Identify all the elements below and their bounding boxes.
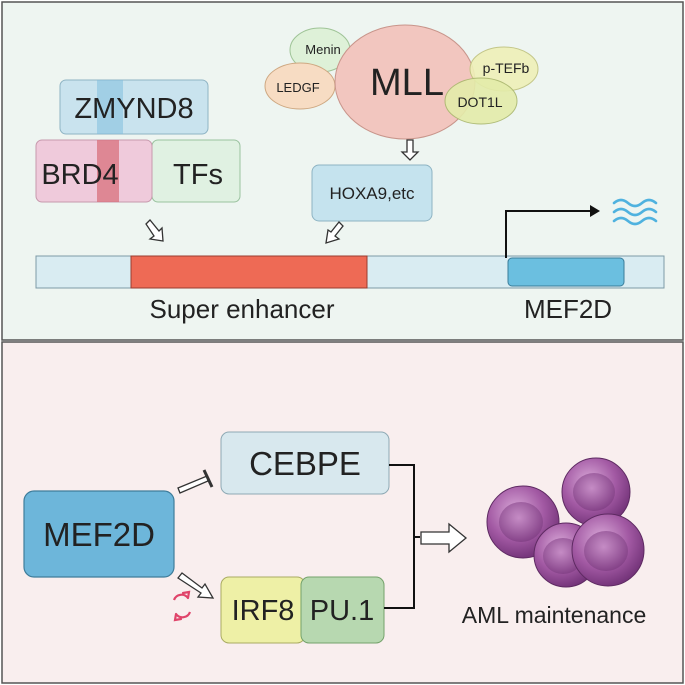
brd4-protein: BRD4 xyxy=(35,139,153,203)
aml-cell xyxy=(571,513,645,587)
mef2d-inhibits-cebpe xyxy=(177,469,214,494)
cebpe-label: CEBPE xyxy=(249,445,361,482)
mef2d-gene-region xyxy=(507,257,625,287)
dot1l-protein xyxy=(444,77,518,125)
brd4-label: BRD4 xyxy=(41,159,118,191)
mll-to-hoxa9-arrow xyxy=(400,139,420,161)
aml-cell xyxy=(561,457,631,527)
tfs-protein: TFs xyxy=(151,139,241,203)
hoxa9-label: HOXA9,etc xyxy=(329,184,415,203)
irf8-protein: IRF8 xyxy=(220,576,306,644)
dot1l-label: DOT1L xyxy=(457,94,502,110)
mef2d-protein-label: MEF2D xyxy=(43,516,155,553)
mef2d-protein: MEF2D xyxy=(23,490,175,578)
brd4-to-enhancer-arrow xyxy=(145,219,164,242)
aml-maintenance-label: AML maintenance xyxy=(462,602,647,628)
hoxa9-to-enhancer-arrow xyxy=(325,221,344,244)
ledgf-label: LEDGF xyxy=(276,80,319,95)
mef2d-activates-irf8 xyxy=(177,572,215,599)
mll-label: MLL xyxy=(370,62,444,104)
aml-cells-icon xyxy=(486,457,645,588)
hoxa9-protein: HOXA9,etc xyxy=(311,164,433,222)
mef2d-gene-label: MEF2D xyxy=(524,294,612,324)
pu1-label: PU.1 xyxy=(310,595,374,627)
feedback-loop-icon xyxy=(172,590,192,622)
pu1-protein: PU.1 xyxy=(300,576,385,644)
irf8-label: IRF8 xyxy=(232,595,295,627)
super-enhancer-label: Super enhancer xyxy=(149,294,334,324)
outcome-arrow xyxy=(420,522,468,554)
tfs-label: TFs xyxy=(173,159,223,191)
zmynd8-protein: ZMYND8 xyxy=(59,79,209,135)
ptefb-label: p-TEFb xyxy=(483,60,530,76)
transcript-waves-icon xyxy=(612,198,658,226)
menin-label: Menin xyxy=(305,42,340,57)
converging-bracket xyxy=(384,464,420,609)
mll-complex: Menin LEDGF MLL p-TEFb DOT1L xyxy=(264,24,539,140)
zmynd8-label: ZMYND8 xyxy=(74,93,193,125)
cebpe-protein: CEBPE xyxy=(220,431,390,495)
transcription-start-arrow xyxy=(505,205,600,258)
super-enhancer-region xyxy=(130,255,368,289)
